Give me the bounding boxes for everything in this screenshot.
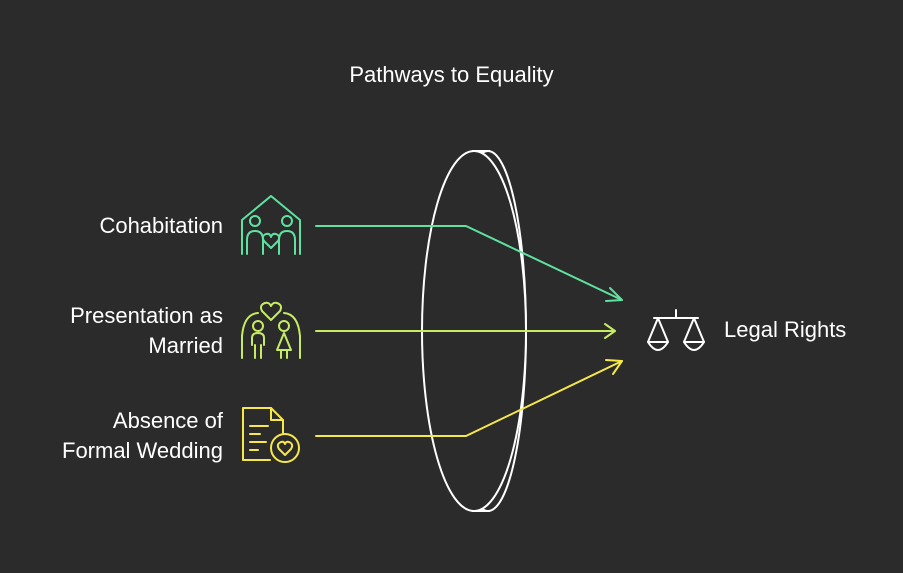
label-absence-line1: Absence of (112, 408, 223, 433)
page-title: Pathways to Equality (349, 62, 554, 87)
label-absence: Absence of Formal Wedding (62, 406, 223, 466)
label-presentation-line1: Presentation as (70, 303, 223, 328)
label-legal-rights: Legal Rights (724, 317, 847, 342)
arrowhead-cohabitation (605, 287, 623, 302)
home-couple-icon (241, 195, 301, 255)
label-cohabitation: Cohabitation (99, 213, 223, 238)
document-heart-icon (242, 407, 300, 463)
arrowhead-presentation (604, 323, 616, 339)
couple-heart-icon (241, 301, 301, 359)
label-absence-line2: Formal Wedding (62, 438, 223, 463)
connector-cohabitation (315, 225, 623, 301)
arrowhead-absence (605, 359, 623, 375)
label-presentation-line2: Married (148, 333, 223, 358)
connector-absence (315, 360, 623, 437)
label-presentation: Presentation as Married (70, 301, 223, 361)
scales-icon (647, 309, 705, 351)
